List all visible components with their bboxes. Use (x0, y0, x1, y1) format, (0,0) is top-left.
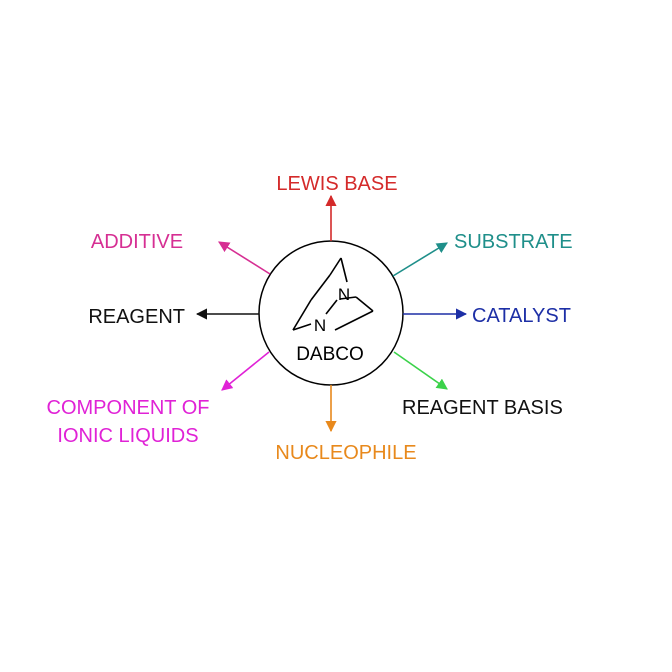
dabco-label: DABCO (296, 344, 364, 365)
role-label-substrate: SUBSTRATE (454, 231, 573, 253)
role-arrows (195, 194, 468, 433)
role-labels: LEWIS BASE SUBSTRATE CATALYST REAGENT BA… (47, 173, 573, 464)
dabco-structure (292, 257, 374, 331)
role-label-reagent: REAGENT (88, 306, 185, 328)
arrow-additive (218, 241, 271, 275)
nitrogen-top-label: N (338, 285, 350, 304)
arrow-component-of-ionic-liquids (221, 351, 270, 391)
role-label-component-of-ionic-liquids-line1: COMPONENT OF (47, 397, 210, 419)
role-label-additive: ADDITIVE (91, 231, 183, 253)
role-label-lewis-base: LEWIS BASE (276, 173, 397, 195)
role-label-catalyst: CATALYST (472, 305, 571, 327)
role-label-nucleophile: NUCLEOPHILE (275, 442, 416, 464)
nitrogen-bottom-label: N (314, 316, 326, 335)
arrow-reagent-basis (393, 351, 448, 390)
role-label-reagent-basis: REAGENT BASIS (402, 397, 563, 419)
role-label-component-of-ionic-liquids-line2: IONIC LIQUIDS (57, 425, 198, 447)
arrow-substrate (392, 242, 448, 277)
